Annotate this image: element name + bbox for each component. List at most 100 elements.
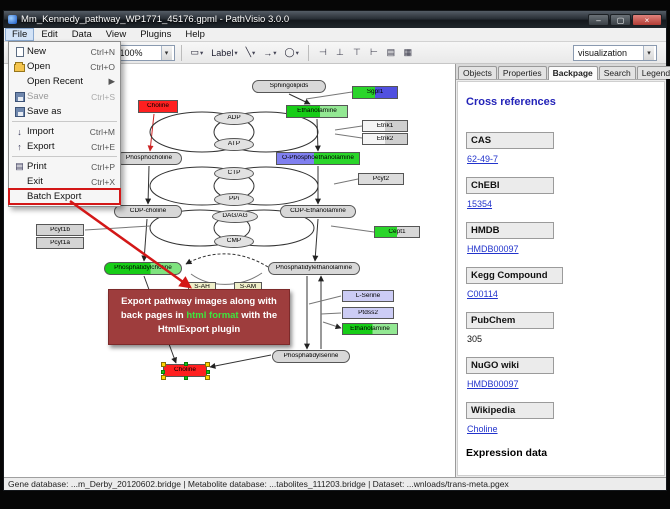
pathway-node-label: S-AM (239, 284, 257, 291)
pathway-node-ppi[interactable]: PPi (214, 193, 254, 206)
pathway-node-phosphatidylserine[interactable]: Phosphatidylserine (272, 350, 350, 363)
pathway-node-cept1[interactable]: Cept1 (374, 226, 420, 238)
pathway-node-label: CDP-choline (129, 208, 167, 215)
expression-data-heading: Expression data (466, 447, 548, 459)
menu-edit[interactable]: Edit (41, 29, 58, 40)
menu-item-label: Exit (27, 176, 43, 187)
file-menu-item-batch-export[interactable]: Batch Export (8, 188, 121, 205)
pathway-node-cdp-ethanolamine[interactable]: CDP-Ethanolamine (280, 205, 356, 218)
pathway-node-label: L-Serine (355, 292, 381, 299)
pathway-node-etnk1[interactable]: Etnk1 (362, 120, 408, 132)
shape-tool[interactable]: ◯▾ (282, 44, 302, 62)
pathway-node-choline[interactable]: Choline (138, 100, 178, 113)
pathway-node-pcyt1b[interactable]: Pcyt1b (36, 224, 84, 236)
tab-search[interactable]: Search (598, 66, 636, 79)
menubar: File Edit Data View Plugins Help (4, 28, 666, 42)
pathway-node-pcyt2[interactable]: Pcyt2 (358, 173, 404, 185)
align-left-icon[interactable]: ⊣ (318, 47, 327, 57)
pathway-node-cdp-choline[interactable]: CDP-choline (114, 205, 182, 218)
backpage-section-title: PubChem (466, 312, 554, 329)
align-center-icon[interactable]: ⊥ (335, 47, 344, 57)
pathway-node-phosphatidylcholine[interactable]: Phosphatidylcholine (104, 262, 182, 275)
pathway-node-sphingolipids[interactable]: Sphingolipids (252, 80, 326, 93)
file-menu-item-open-recent[interactable]: Open Recent▶ (9, 74, 120, 89)
tab-backpage[interactable]: Backpage (547, 66, 598, 80)
pathway-node-label: Phosphatidylcholine (114, 265, 172, 272)
pathway-node-ethanolamine[interactable]: Ethanolamine (342, 323, 398, 335)
zoom-select[interactable]: 100% ▾ (114, 44, 175, 61)
menu-separator (12, 121, 117, 122)
minimize-button[interactable]: – (588, 13, 609, 26)
align-top-icon[interactable]: ⊤ (352, 47, 361, 57)
pathway-node-pcyt1a[interactable]: Pcyt1a (36, 237, 84, 249)
chevron-down-icon: ▾ (273, 49, 277, 57)
backpage-link[interactable]: HMDB00097 (467, 244, 519, 254)
pathway-node-l-serine[interactable]: L-Serine (342, 290, 394, 302)
pathway-node-label: Phosphatidylethanolamine (275, 265, 353, 272)
backpage-section-title: Wikipedia (466, 402, 554, 419)
file-menu-item-save-as[interactable]: Save as (9, 104, 120, 119)
distribute-vertical-icon[interactable]: ▦ (403, 47, 413, 57)
menu-plugins[interactable]: Plugins (140, 29, 172, 40)
distribute-horizontal-icon[interactable]: ▤ (386, 47, 396, 57)
pathway-node-ethanolamine[interactable]: Ethanolamine (286, 105, 348, 118)
backpage-link[interactable]: Choline (467, 424, 498, 434)
label-tool-label: Label (211, 47, 234, 58)
align-right-icon[interactable]: ⊢ (369, 47, 378, 57)
tab-legend[interactable]: Legend (636, 66, 670, 79)
chevron-down-icon: ▾ (295, 49, 299, 57)
selection-handle[interactable] (161, 362, 166, 367)
maximize-button[interactable]: ▢ (610, 13, 631, 26)
pathway-node-label: Ethanolamine (297, 108, 337, 115)
pathway-node-ptdss2[interactable]: Ptdss2 (342, 307, 394, 319)
arrow-tool[interactable]: →▾ (260, 44, 279, 62)
backpage-link[interactable]: HMDB00097 (467, 379, 519, 389)
pathway-node-choline[interactable]: Choline (161, 362, 210, 380)
backpage-link[interactable]: C00114 (467, 289, 498, 299)
selection-handle[interactable] (161, 375, 166, 380)
backpage-link[interactable]: 15354 (467, 199, 493, 209)
selection-handle[interactable] (161, 369, 165, 374)
menu-separator (12, 156, 117, 157)
pathway-node-cmp[interactable]: CMP (214, 235, 254, 248)
menu-view[interactable]: View (105, 29, 127, 40)
menu-item-shortcut: Ctrl+S (91, 91, 115, 102)
selection-handle[interactable] (184, 362, 188, 366)
close-button[interactable]: × (632, 13, 662, 26)
pathway-node-adp[interactable]: ADP (214, 112, 254, 125)
line-tool[interactable]: ╲▾ (243, 44, 259, 62)
pathway-node-label: Etnk1 (376, 122, 394, 129)
pathway-node-label: O-Phosphoethanolamine (282, 155, 354, 162)
pathway-node-label: S-AH (194, 284, 210, 291)
backpage-link[interactable]: 62-49-7 (467, 154, 499, 164)
menu-help[interactable]: Help (185, 29, 205, 40)
pathway-node-etnk2[interactable]: Etnk2 (362, 133, 408, 145)
selection-handle[interactable] (206, 369, 210, 374)
tab-properties[interactable]: Properties (497, 66, 547, 79)
pathway-node-sgpl1[interactable]: Sgpl1 (352, 86, 398, 99)
pathway-node-phosphatidylethanolamine[interactable]: Phosphatidylethanolamine (268, 262, 360, 275)
selection-handle[interactable] (184, 376, 188, 380)
label-tool[interactable]: Label▾ (208, 44, 240, 62)
datanode-tool-icon: ▭ (190, 47, 200, 57)
pathway-node-o-phosphoethanolamine[interactable]: O-Phosphoethanolamine (276, 152, 360, 165)
titlebar[interactable]: Mm_Kennedy_pathway_WP1771_45176.gpml - P… (4, 11, 666, 28)
menu-file[interactable]: File (5, 28, 35, 41)
tab-objects[interactable]: Objects (458, 66, 497, 79)
selection-handle[interactable] (205, 375, 210, 380)
selection-handle[interactable] (205, 362, 210, 367)
pathway-node-phosphocholine[interactable]: Phosphocholine (116, 152, 182, 165)
menu-data[interactable]: Data (71, 29, 92, 40)
pathway-node-atp[interactable]: ATP (214, 138, 254, 151)
pathway-node-dag-ag[interactable]: DAG/AG (212, 210, 258, 223)
visualization-select[interactable]: visualization ▾ (573, 44, 657, 61)
datanode-tool[interactable]: ▭▾ (188, 44, 207, 62)
pathway-node-ctp[interactable]: CTP (214, 167, 254, 180)
